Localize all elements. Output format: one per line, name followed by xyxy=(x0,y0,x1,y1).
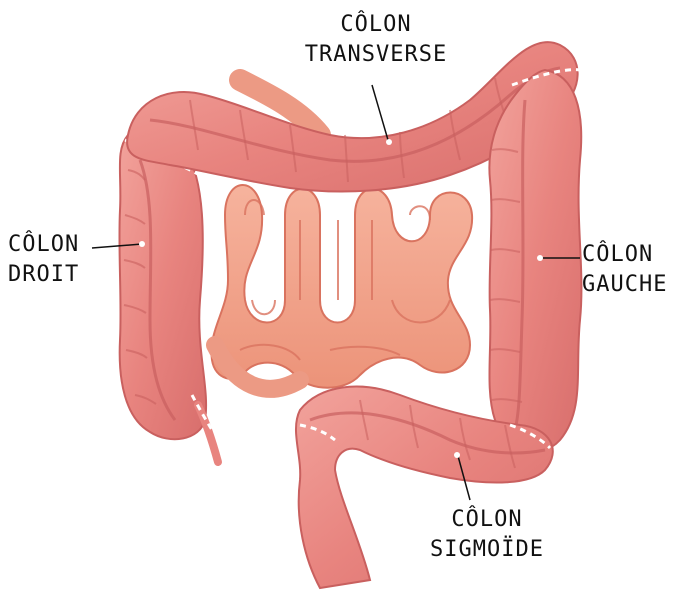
label-colon-transverse-line1: CÔLON xyxy=(286,10,466,40)
ascending-colon xyxy=(119,130,218,462)
label-colon-sigmoide-line1: CÔLON xyxy=(412,505,562,535)
label-colon-sigmoide: CÔLON SIGMOÏDE xyxy=(412,505,562,565)
label-colon-droit-line2: DROIT xyxy=(8,260,79,290)
label-colon-gauche-line2: GAUCHE xyxy=(582,270,667,300)
label-colon-sigmoide-line2: SIGMOÏDE xyxy=(412,535,562,565)
descending-colon xyxy=(489,70,581,452)
label-colon-gauche-line1: CÔLON xyxy=(582,240,667,270)
label-colon-droit-line1: CÔLON xyxy=(8,230,79,260)
label-colon-droit: CÔLON DROIT xyxy=(8,230,79,290)
label-colon-transverse-line2: TRANSVERSE xyxy=(286,40,466,70)
label-colon-gauche: CÔLON GAUCHE xyxy=(582,240,667,300)
label-colon-transverse: CÔLON TRANSVERSE xyxy=(286,10,466,70)
